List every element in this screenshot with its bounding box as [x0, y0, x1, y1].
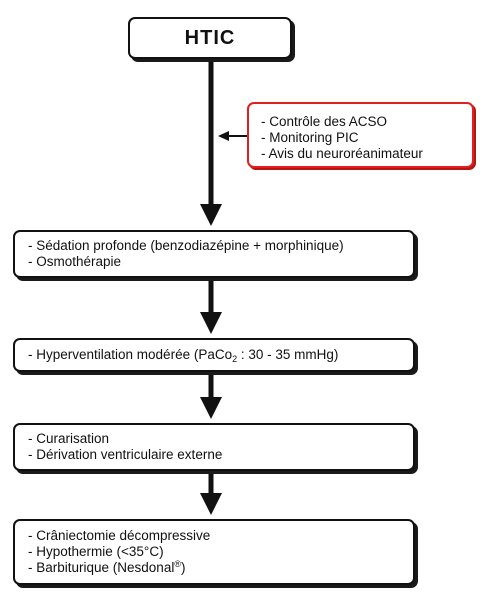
step-line: - Dérivation ventriculaire externe — [28, 447, 223, 462]
step-line: - Hypothermie (<35°C) — [28, 543, 164, 559]
arrow-down-icon — [200, 397, 222, 419]
registered-mark: ® — [174, 558, 181, 569]
step-line: - Crâniectomie décompressive — [28, 527, 211, 543]
step-box-3: - Curarisation - Dérivation ventriculair… — [13, 423, 415, 471]
subscript-2: 2 — [232, 353, 238, 364]
step-line: - Barbiturique (Nesdonal®) — [28, 558, 413, 577]
step-line: - Hyperventilation modérée (PaCo2 : 30 -… — [28, 347, 413, 364]
step-box-4: - Crâniectomie décompressive - Hypotherm… — [13, 519, 415, 585]
arrow-down-icon — [200, 493, 222, 515]
step-line: - Curarisation — [28, 431, 110, 446]
arrow-down-icon — [200, 204, 222, 226]
arrow-down-icon — [200, 312, 222, 334]
side-box-line: - Avis du neuroréanimateur — [261, 146, 423, 161]
barbiturique-text: - Barbiturique (Nesdonal — [28, 559, 175, 575]
hyperventilation-text: - Hyperventilation modérée (PaCo — [28, 346, 233, 362]
title-text: HTIC — [184, 26, 236, 49]
side-box-line: - Monitoring PIC — [261, 130, 359, 145]
arrow-left-icon — [218, 131, 229, 141]
step-line: - Osmothérapie — [28, 254, 122, 269]
step-box-1: - Sédation profonde (benzodiazépine + mo… — [13, 230, 415, 278]
title-box: HTIC — [128, 17, 292, 59]
side-box-line: - Contrôle des ACSO — [261, 114, 388, 129]
step-line: - Sédation profonde (benzodiazépine + mo… — [28, 238, 344, 253]
hyperventilation-range: : 30 - 35 mmHg) — [237, 346, 339, 362]
step-box-2: - Hyperventilation modérée (PaCo2 : 30 -… — [13, 338, 415, 372]
side-box-monitoring: - Contrôle des ACSO - Monitoring PIC - A… — [247, 102, 474, 168]
barbiturique-close: ) — [180, 559, 186, 575]
